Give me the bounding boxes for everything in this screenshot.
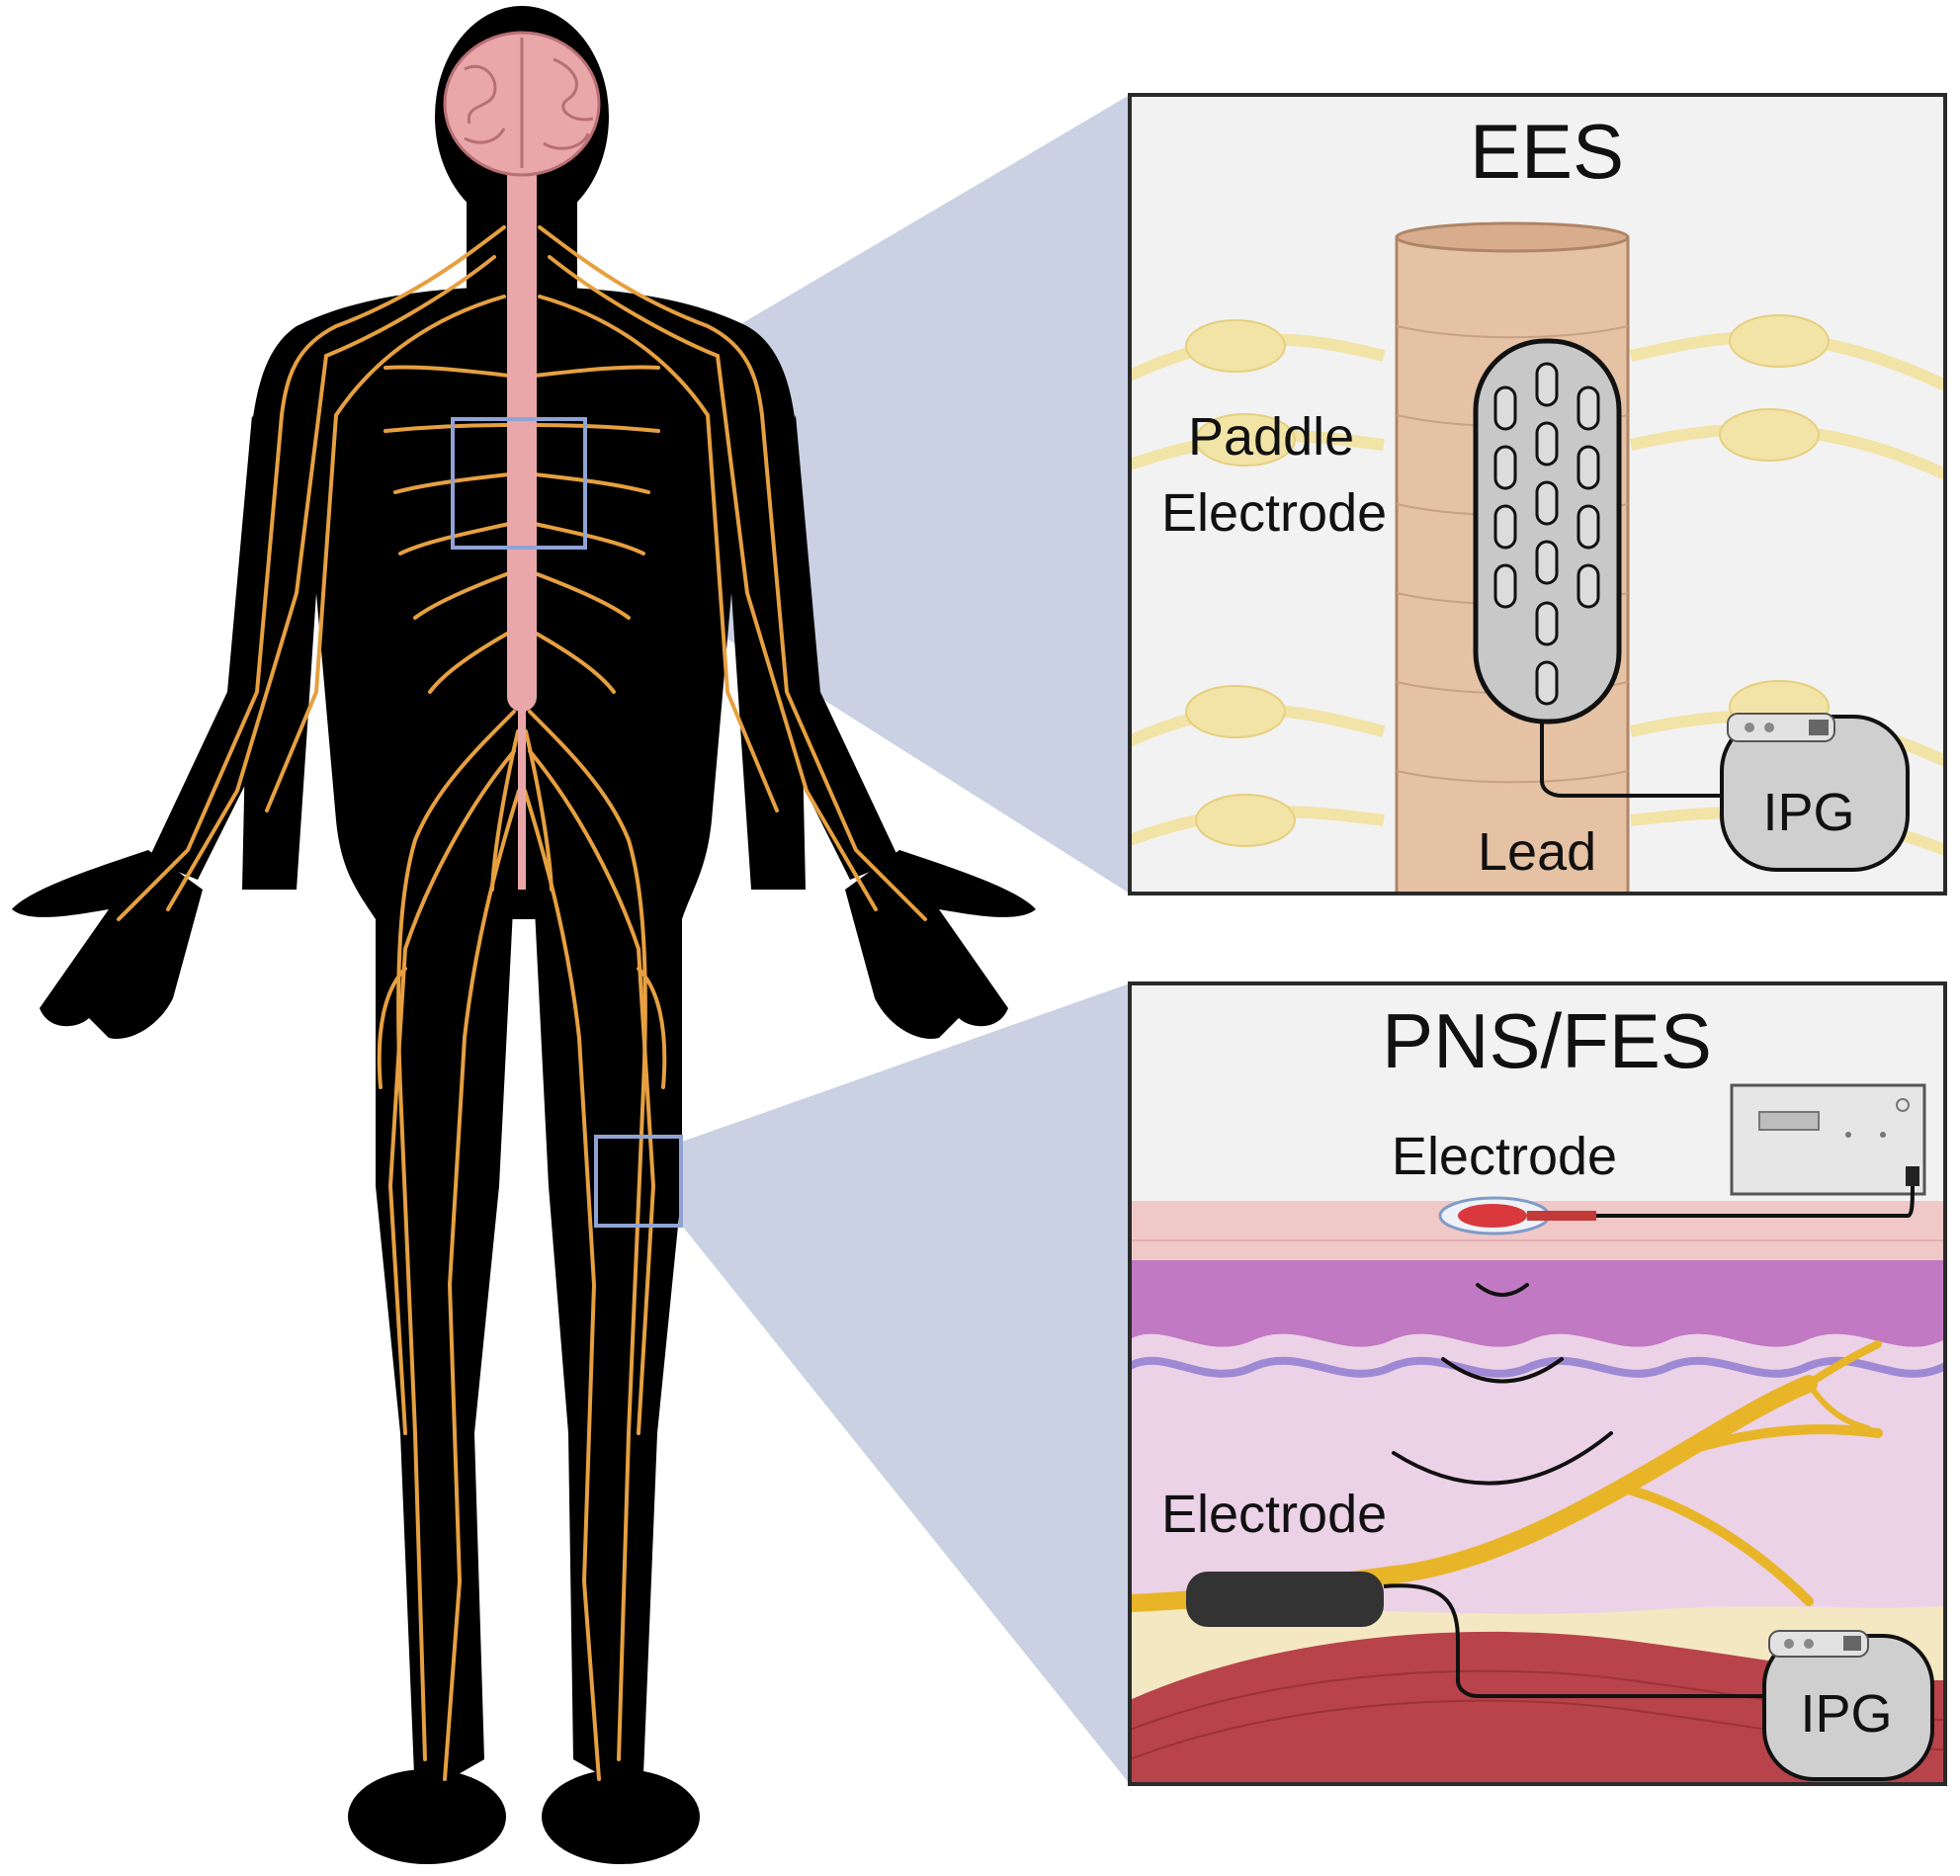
paddle-electrode-label-line1: Paddle	[1188, 407, 1354, 467]
ees-callout-box	[451, 417, 587, 550]
cuff-electrode-icon	[1186, 1572, 1384, 1627]
ees-panel: EES Paddle Electrode Lead IPG	[1128, 93, 1947, 895]
wave-arcs	[1392, 1283, 1613, 1486]
external-stimulator-icon	[1730, 1083, 1926, 1196]
zoom-projections	[586, 95, 1130, 1784]
pns-fes-title: PNS/FES	[1382, 997, 1712, 1084]
implantable-pulse-generator-icon	[1720, 713, 1910, 872]
cuff-electrode-wire	[1383, 1583, 1769, 1698]
implanted-electrode-label: Electrode	[1161, 1485, 1387, 1544]
pns-callout-box	[594, 1135, 683, 1228]
muscle-layer	[1130, 1631, 1945, 1784]
surface-electrode-icon	[1438, 1196, 1596, 1236]
spinal-cord	[507, 148, 537, 712]
ees-lead-wire	[1540, 712, 1725, 798]
pns-fes-panel: PNS/FES Electrode Electrode IPG	[1128, 981, 1947, 1786]
paddle-electrode-icon	[1473, 338, 1622, 725]
projection-pns	[682, 983, 1130, 1784]
ees-ipg-label: IPG	[1762, 783, 1854, 842]
surface-electrode-label: Electrode	[1392, 1127, 1617, 1186]
projection-ees	[586, 95, 1130, 894]
human-body-nervous-system-icon	[12, 6, 1036, 1864]
brain-icon	[443, 31, 601, 177]
ees-title: EES	[1470, 108, 1624, 195]
epidermis-layer	[1130, 1260, 1945, 1347]
pns-ipg-label: IPG	[1800, 1684, 1892, 1744]
paddle-electrode-label-line2: Electrode	[1161, 483, 1387, 543]
lead-label: Lead	[1478, 822, 1596, 882]
peripheral-nerves	[117, 225, 927, 1781]
surface-electrode-wire	[1591, 1185, 1915, 1218]
implantable-pulse-generator-icon	[1762, 1630, 1934, 1781]
